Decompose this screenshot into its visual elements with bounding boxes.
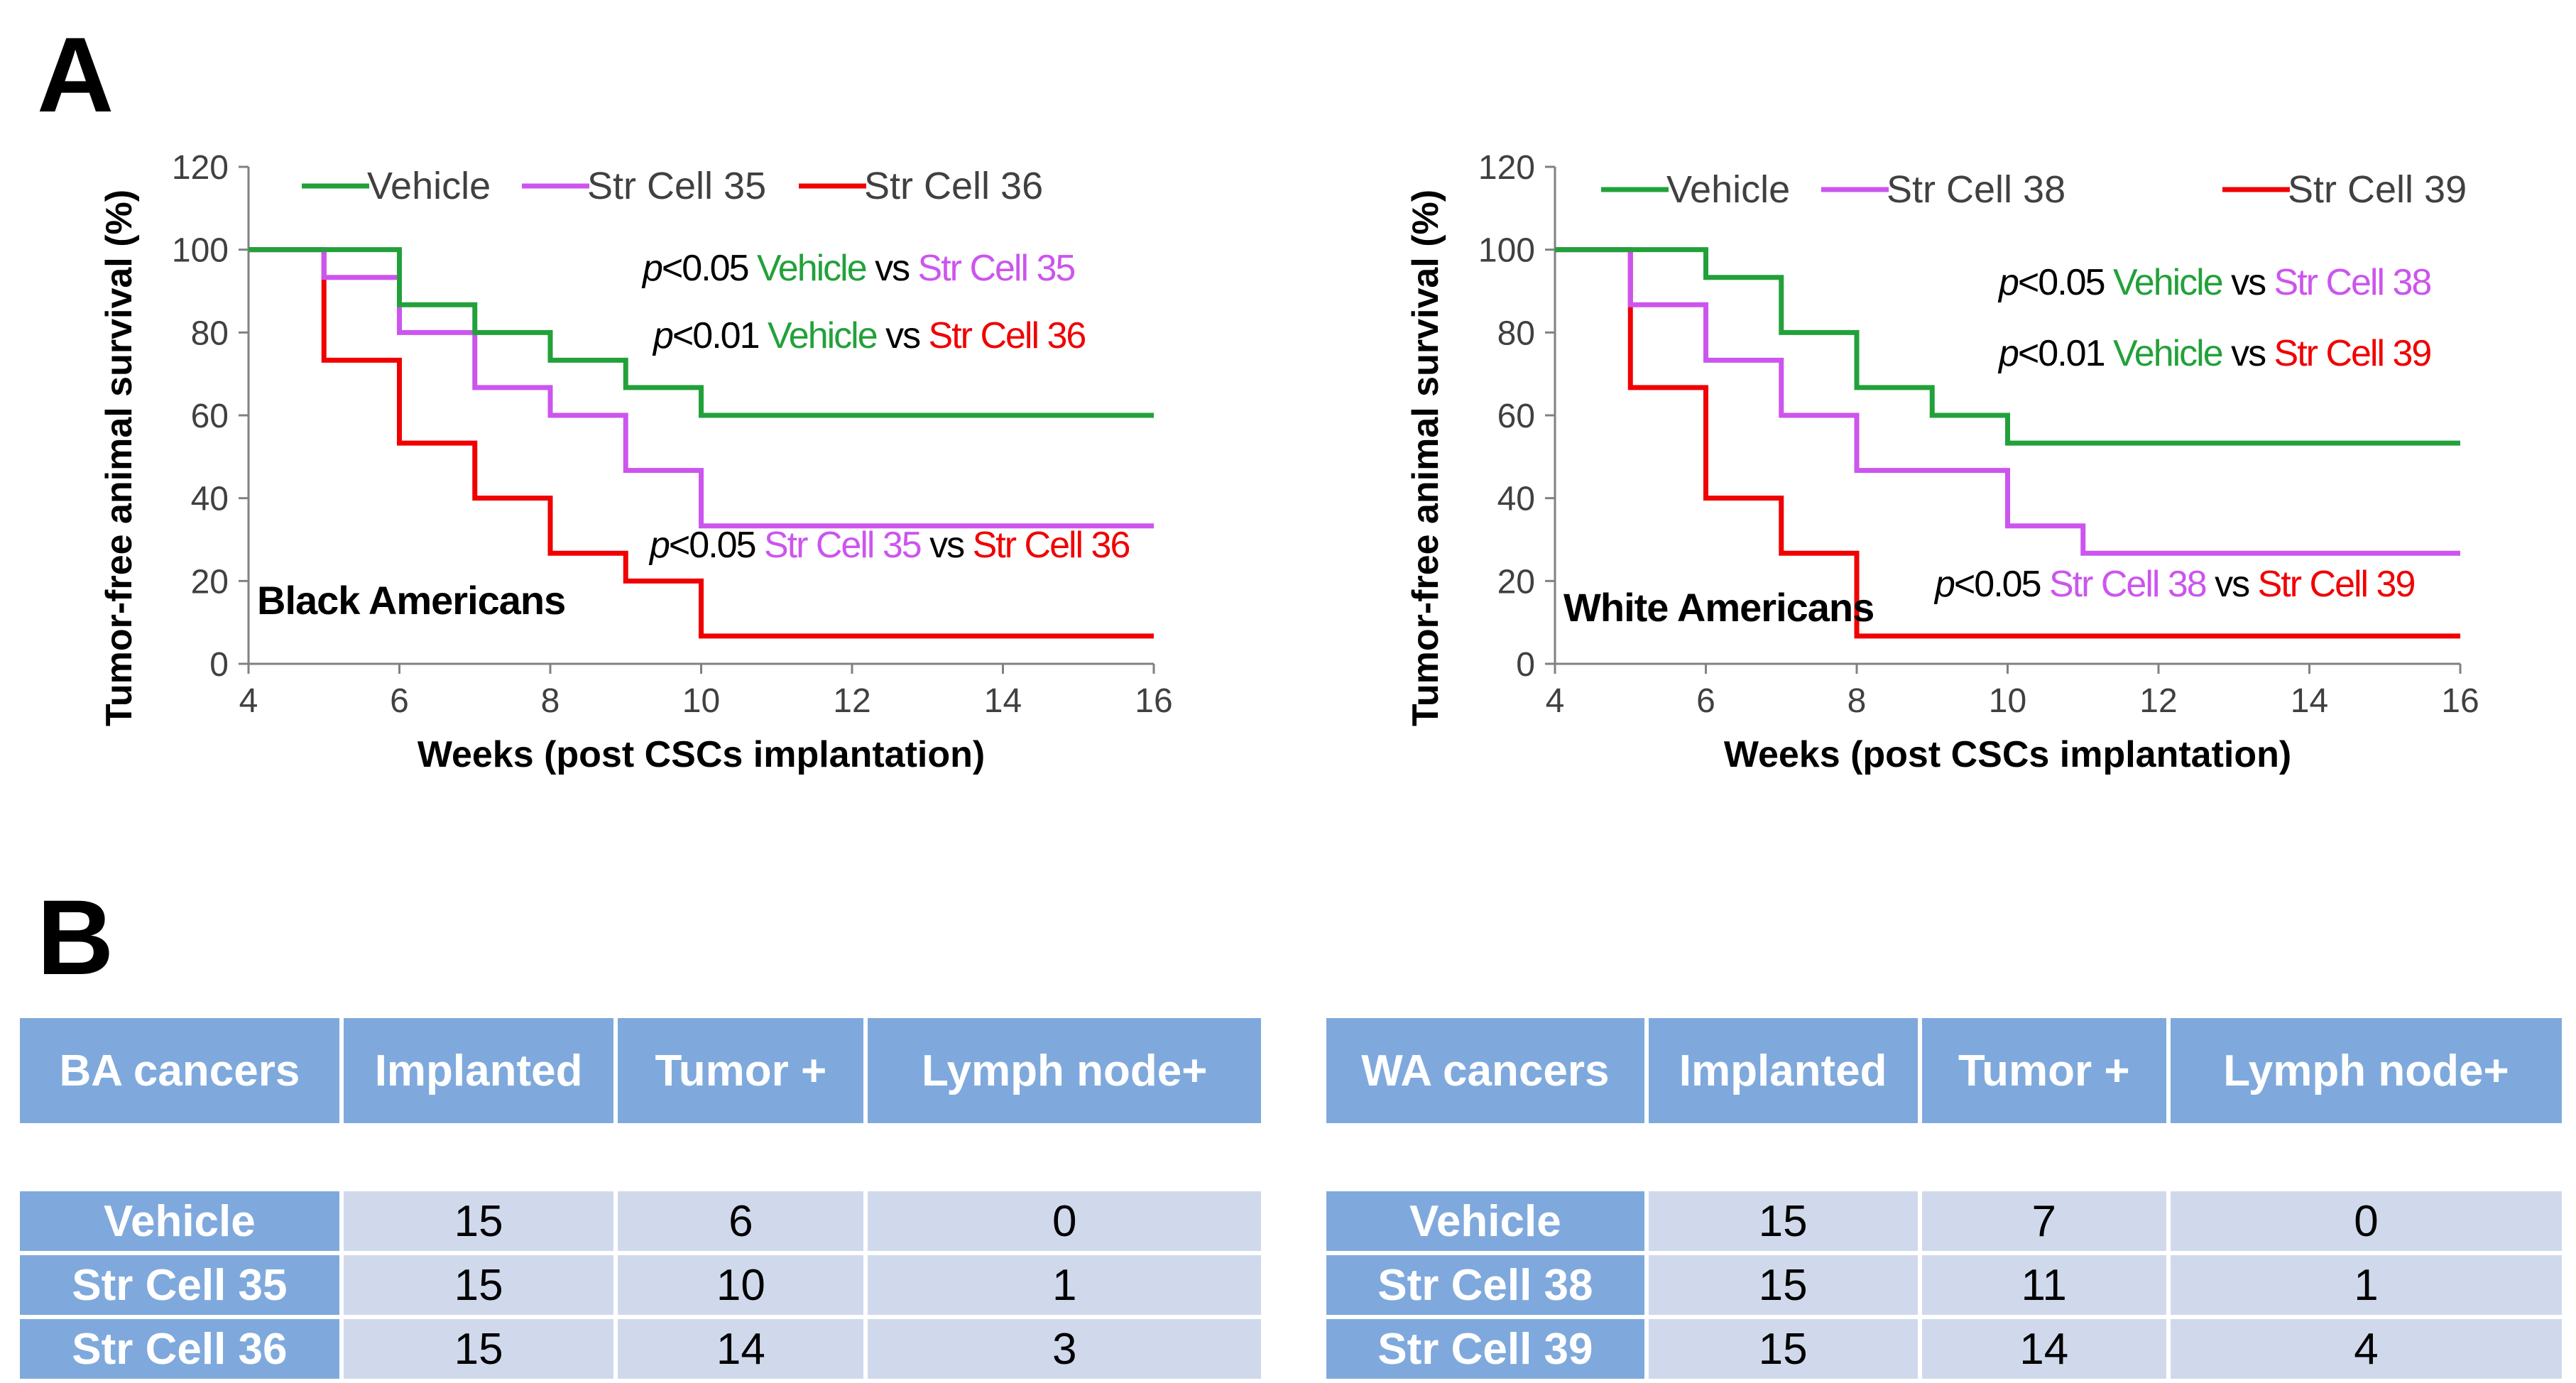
table-ba-cancers: BA cancers Implanted Tumor + Lymph node+… — [16, 1014, 1265, 1383]
x-tick-label: 14 — [2291, 682, 2328, 720]
y-axis-title: Tumor-free animal survival (%) — [1405, 190, 1446, 726]
legend-label: Str Cell 38 — [1887, 168, 2065, 211]
p-value-annotation: p<0.01 Vehicle vs Str Cell 39 — [1997, 333, 2430, 374]
x-tick-label: 16 — [1135, 682, 1172, 720]
x-tick-label: 12 — [833, 682, 871, 720]
column-header: Tumor + — [618, 1018, 864, 1123]
x-tick-label: 12 — [2139, 682, 2177, 720]
x-tick-label: 16 — [2441, 682, 2479, 720]
y-tick-label: 20 — [191, 563, 229, 601]
table-row: Str Cell 38 15 11 1 — [1326, 1255, 2562, 1315]
row-label: Str Cell 39 — [1326, 1319, 1644, 1379]
row-label: Str Cell 35 — [20, 1255, 339, 1315]
table-row: Vehicle 15 6 0 — [20, 1191, 1261, 1251]
x-tick-label: 10 — [1989, 682, 2026, 720]
legend-label: Str Cell 35 — [587, 165, 766, 207]
table-header-row: WA cancers Implanted Tumor + Lymph node+ — [1326, 1018, 2562, 1123]
y-tick-label: 40 — [191, 481, 229, 518]
table-row: Vehicle 15 7 0 — [1326, 1191, 2562, 1251]
table-cell: 0 — [2170, 1191, 2562, 1251]
row-label: Str Cell 38 — [1326, 1255, 1644, 1315]
legend-label: Vehicle — [1666, 168, 1790, 211]
row-label: Str Cell 36 — [20, 1319, 339, 1379]
table-cell: 15 — [1648, 1191, 1918, 1251]
table-row: Str Cell 36 15 14 3 — [20, 1319, 1261, 1379]
y-tick-label: 120 — [172, 149, 229, 187]
x-tick-label: 8 — [1848, 682, 1867, 720]
table-cell: 15 — [1648, 1319, 1918, 1379]
x-axis-title: Weeks (post CSCs implantation) — [417, 734, 985, 775]
y-tick-label: 0 — [1516, 646, 1535, 684]
y-tick-label: 20 — [1497, 563, 1535, 601]
series-line-str-cell-36 — [249, 247, 1154, 639]
column-header: WA cancers — [1326, 1018, 1644, 1123]
table-cell: 6 — [618, 1191, 864, 1251]
x-tick-label: 4 — [239, 682, 258, 720]
p-value-annotation: p<0.01 Vehicle vs Str Cell 36 — [652, 315, 1085, 356]
y-tick-label: 40 — [1497, 481, 1535, 518]
x-tick-label: 6 — [1696, 682, 1715, 720]
table-cell: 3 — [868, 1319, 1261, 1379]
y-axis-title: Tumor-free animal survival (%) — [99, 190, 140, 726]
x-tick-label: 4 — [1546, 682, 1565, 720]
column-header: BA cancers — [20, 1018, 339, 1123]
cohort-label: Black Americans — [257, 578, 565, 623]
column-header: Lymph node+ — [2170, 1018, 2562, 1123]
column-header: Tumor + — [1921, 1018, 2166, 1123]
series-line-str-cell-38 — [1555, 247, 2460, 556]
x-axis-title: Weeks (post CSCs implantation) — [1724, 734, 2291, 775]
panel-label-a: A — [37, 15, 114, 134]
series-line-str-cell-39 — [1555, 247, 2460, 639]
p-value-annotation: p<0.05 Vehicle vs Str Cell 38 — [1997, 262, 2430, 303]
y-tick-label: 100 — [172, 232, 229, 270]
table-cell: 1 — [868, 1255, 1261, 1315]
y-tick-label: 100 — [1478, 232, 1535, 270]
series-line-str-cell-35 — [249, 247, 1154, 529]
x-tick-label: 6 — [390, 682, 409, 720]
legend-label: Str Cell 39 — [2288, 168, 2467, 211]
column-header: Lymph node+ — [868, 1018, 1261, 1123]
x-tick-label: 14 — [984, 682, 1022, 720]
p-value-annotation: p<0.05 Str Cell 38 vs Str Cell 39 — [1933, 564, 2414, 605]
x-tick-label: 10 — [682, 682, 720, 720]
table-cell: 11 — [1921, 1255, 2166, 1315]
table-cell: 15 — [343, 1255, 614, 1315]
table-cell: 14 — [618, 1319, 864, 1379]
table-cell: 10 — [618, 1255, 864, 1315]
y-tick-label: 80 — [191, 315, 229, 352]
table-cell: 15 — [1648, 1255, 1918, 1315]
p-value-annotation: p<0.05 Vehicle vs Str Cell 35 — [641, 248, 1074, 289]
table-cell: 7 — [1921, 1191, 2166, 1251]
y-tick-label: 80 — [1497, 315, 1535, 352]
panel-label-b: B — [37, 878, 114, 997]
y-tick-label: 60 — [191, 398, 229, 435]
series-line-vehicle — [1555, 247, 2460, 446]
table-cell: 4 — [2170, 1319, 2562, 1379]
series-line-vehicle — [249, 247, 1154, 418]
y-tick-label: 60 — [1497, 398, 1535, 435]
legend-label: Str Cell 36 — [864, 165, 1043, 207]
table-cell: 15 — [343, 1191, 614, 1251]
legend-label: Vehicle — [367, 165, 491, 207]
table-header-row: BA cancers Implanted Tumor + Lymph node+ — [20, 1018, 1261, 1123]
table-cell: 0 — [868, 1191, 1261, 1251]
p-value-annotation: p<0.05 Str Cell 35 vs Str Cell 36 — [648, 525, 1129, 566]
table-cell: 14 — [1921, 1319, 2166, 1379]
column-header: Implanted — [1648, 1018, 1918, 1123]
row-label: Vehicle — [20, 1191, 339, 1251]
y-tick-label: 120 — [1478, 149, 1535, 187]
table-row: Str Cell 39 15 14 4 — [1326, 1319, 2562, 1379]
table-cell: 15 — [343, 1319, 614, 1379]
table-row: Str Cell 35 15 10 1 — [20, 1255, 1261, 1315]
column-header: Implanted — [343, 1018, 614, 1123]
cohort-label: White Americans — [1563, 585, 1874, 630]
row-label: Vehicle — [1326, 1191, 1644, 1251]
y-tick-label: 0 — [209, 646, 229, 684]
x-tick-label: 8 — [541, 682, 560, 720]
table-wa-cancers: WA cancers Implanted Tumor + Lymph node+… — [1322, 1014, 2566, 1383]
table-cell: 1 — [2170, 1255, 2562, 1315]
